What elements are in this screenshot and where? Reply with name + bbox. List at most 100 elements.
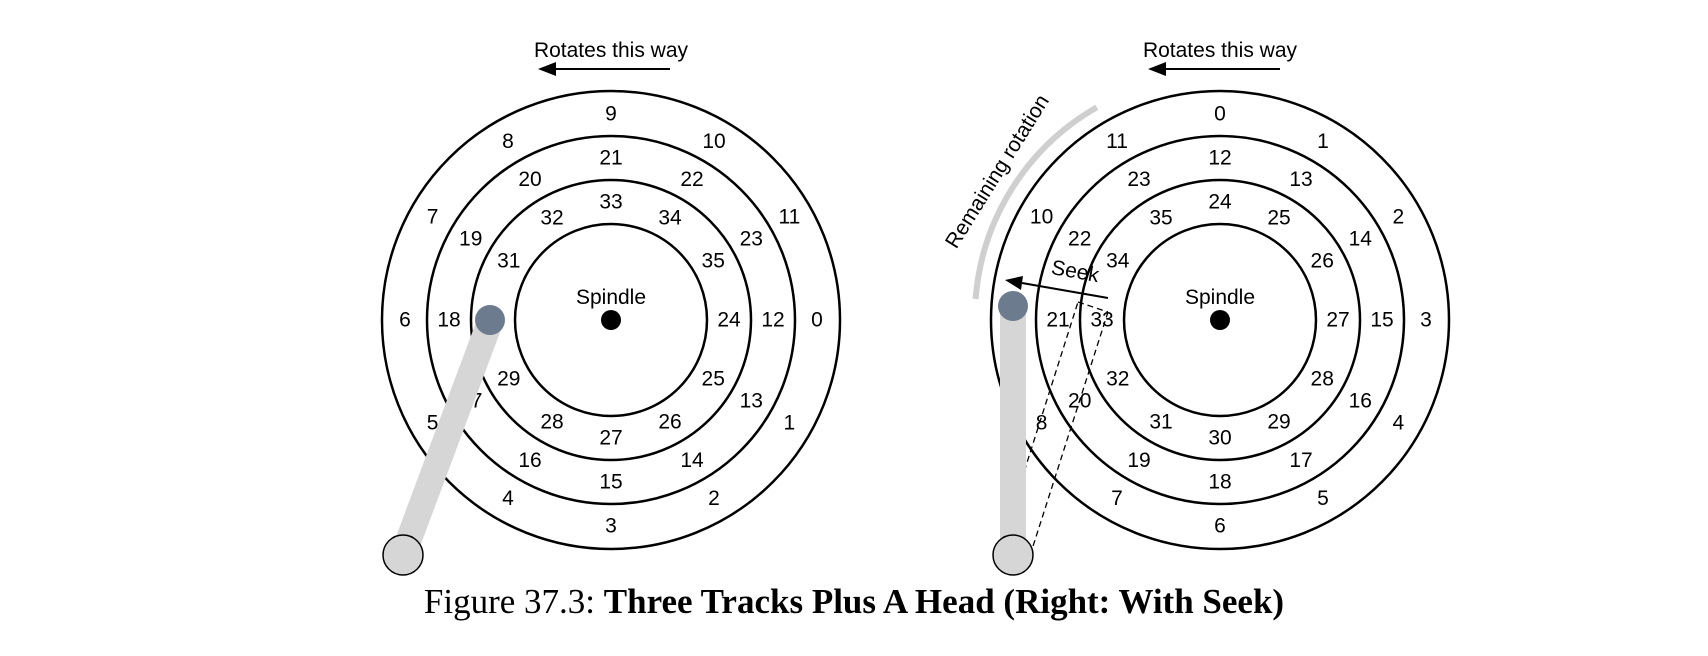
sector-number: 23 <box>1127 168 1150 191</box>
remaining-rotation-arc <box>972 104 1099 300</box>
sector-number: 14 <box>680 449 704 472</box>
sector-number: 34 <box>1106 250 1130 273</box>
sector-number: 0 <box>811 309 823 332</box>
sector-number: 15 <box>599 471 622 494</box>
arm-pivot <box>992 534 1034 576</box>
left-disk: Rotates this way Spindle 011109876543211… <box>380 39 842 576</box>
sector-number: 19 <box>1127 449 1150 472</box>
sector-number: 23 <box>740 228 763 251</box>
sector-number: 8 <box>1036 412 1048 435</box>
sector-number: 16 <box>518 449 541 472</box>
sector-number: 10 <box>1030 206 1053 229</box>
disk-arm <box>382 305 505 576</box>
outer-track <box>380 89 842 551</box>
disk-arm <box>992 291 1034 576</box>
spindle <box>1210 310 1230 330</box>
sector-number: 2 <box>1393 206 1405 229</box>
sector-number: 7 <box>1111 487 1123 510</box>
sector-number: 12 <box>1208 147 1231 170</box>
sector-number: 25 <box>1267 206 1290 229</box>
spindle-label: Spindle <box>1185 286 1255 309</box>
sector-number: 5 <box>427 412 439 435</box>
sector-number: 27 <box>599 427 622 450</box>
platter-hub <box>513 222 709 418</box>
sector-number: 28 <box>540 411 563 434</box>
disk-head <box>998 291 1028 321</box>
spindle-label: Spindle <box>576 286 646 309</box>
sector-number: 17 <box>1289 449 1312 472</box>
right-disk: Rotates this way Remaining rotation Spin… <box>941 39 1451 576</box>
sector-number: 35 <box>702 250 725 273</box>
middle-track <box>425 134 797 506</box>
sector-number: 15 <box>1370 309 1393 332</box>
sector-number: 28 <box>1311 368 1334 391</box>
sector-number: 6 <box>1214 515 1226 538</box>
sector-number: 29 <box>1267 411 1290 434</box>
sector-number: 18 <box>437 309 460 332</box>
figure-number: Figure 37.3: <box>423 582 596 621</box>
rotation-label: Rotates this way <box>534 39 689 62</box>
spindle <box>601 310 621 330</box>
sector-numbers: 3210111098765415141312232221201918171627… <box>1008 103 1432 538</box>
sector-number: 20 <box>518 168 541 191</box>
sector-number: 26 <box>658 411 681 434</box>
sector-number: 32 <box>1106 368 1129 391</box>
sector-number: 18 <box>1208 471 1231 494</box>
sector-numbers: 0111098765432112232221201918171615141324… <box>399 103 823 538</box>
sector-number: 31 <box>1149 411 1172 434</box>
figure-title: Three Tracks Plus A Head (Right: With Se… <box>603 582 1285 621</box>
sector-number: 10 <box>702 130 725 153</box>
sector-number: 26 <box>1311 250 1334 273</box>
inner-track <box>1078 178 1362 462</box>
sector-number: 33 <box>599 191 622 214</box>
sector-number: 32 <box>540 206 563 229</box>
figure-caption: Figure 37.3: Three Tracks Plus A Head (R… <box>0 582 1708 622</box>
sector-number: 31 <box>497 250 520 273</box>
platter-hub <box>1122 222 1318 418</box>
sector-number: 11 <box>1106 130 1128 153</box>
sector-number: 2 <box>708 487 720 510</box>
sector-number: 34 <box>658 206 682 229</box>
sector-number: 24 <box>717 309 741 332</box>
sector-number: 6 <box>399 309 411 332</box>
rotation-arrow <box>538 62 670 76</box>
sector-number: 8 <box>502 130 514 153</box>
sector-number: 16 <box>1349 390 1372 413</box>
sector-number: 29 <box>497 368 520 391</box>
sector-number: 14 <box>1349 228 1373 251</box>
rotation-label: Rotates this way <box>1143 39 1298 62</box>
sector-number: 1 <box>1317 130 1329 153</box>
seek-arrow <box>1005 276 1109 299</box>
sector-number: 21 <box>599 147 622 170</box>
rotation-arrow <box>1148 62 1280 76</box>
sector-number: 13 <box>740 390 763 413</box>
inner-track <box>469 178 753 462</box>
sector-number: 25 <box>702 368 725 391</box>
sector-number: 27 <box>1326 309 1349 332</box>
sector-number: 12 <box>761 309 784 332</box>
disk-head <box>475 305 505 335</box>
sector-number: 13 <box>1289 168 1312 191</box>
sector-number: 30 <box>1208 427 1231 450</box>
middle-track <box>1034 134 1406 506</box>
sector-number: 5 <box>1317 487 1329 510</box>
sector-number: 19 <box>459 228 482 251</box>
sector-number: 1 <box>784 412 796 435</box>
arm-pivot <box>382 534 424 576</box>
sector-number: 3 <box>605 515 617 538</box>
sector-number: 9 <box>605 103 617 126</box>
sector-number: 33 <box>1090 309 1113 332</box>
sector-number: 0 <box>1214 103 1226 126</box>
sector-number: 7 <box>427 206 439 229</box>
sector-number: 21 <box>1046 309 1069 332</box>
outer-track <box>989 89 1451 551</box>
sector-number: 35 <box>1149 206 1172 229</box>
sector-number: 3 <box>1420 309 1432 332</box>
sector-number: 4 <box>502 487 514 510</box>
sector-number: 22 <box>680 168 703 191</box>
sector-number: 4 <box>1393 412 1405 435</box>
sector-number: 22 <box>1068 228 1091 251</box>
sector-number: 24 <box>1208 191 1232 214</box>
sector-number: 11 <box>778 206 800 229</box>
